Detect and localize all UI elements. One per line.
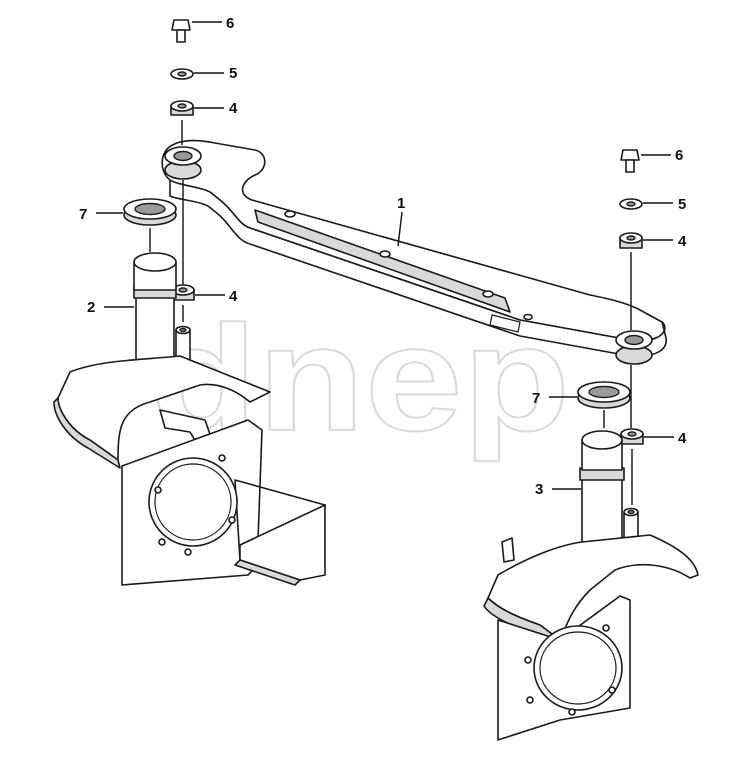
callouts: 1 2 3 4 4 4 4 5 5 6 6 7 7 [79, 15, 687, 498]
callout-5-left: 5 [229, 65, 237, 82]
cross-bar-part-1 [161, 139, 667, 365]
left-fastener-stack [170, 19, 195, 322]
callout-3: 3 [535, 481, 543, 498]
left-bracket-part-2 [53, 198, 326, 586]
callout-6-left: 6 [226, 15, 234, 32]
callout-4-left-upper: 4 [229, 100, 238, 117]
callout-5-right: 5 [678, 196, 686, 213]
callout-7-right: 7 [532, 390, 540, 407]
callout-4-left-lower: 4 [229, 288, 238, 305]
callout-7-left: 7 [79, 206, 87, 223]
callout-2: 2 [87, 299, 95, 316]
callout-1: 1 [397, 195, 405, 212]
callout-6-right: 6 [675, 147, 683, 164]
right-fastener-stack [619, 149, 644, 505]
callout-4-right-upper: 4 [678, 233, 687, 250]
callout-4-right-lower: 4 [678, 430, 687, 447]
right-bracket-part-3 [483, 381, 699, 741]
